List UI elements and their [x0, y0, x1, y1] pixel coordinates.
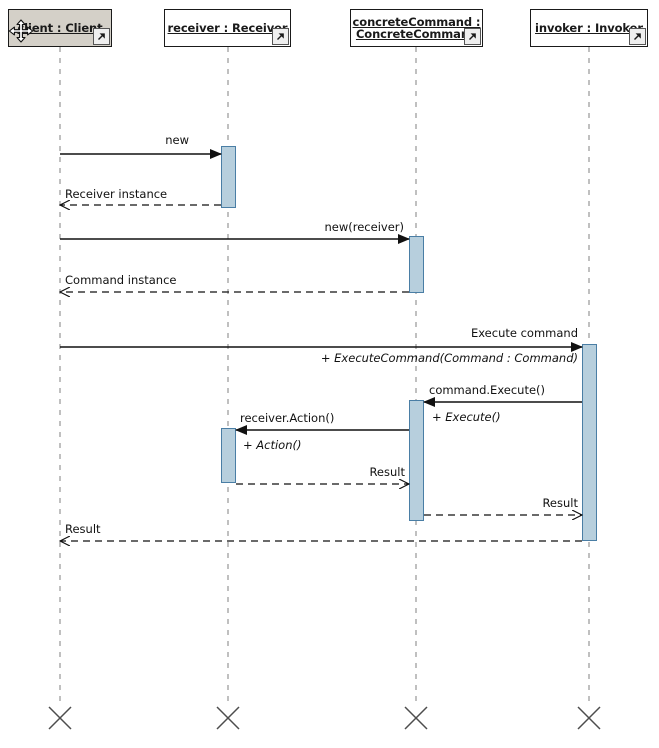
msg-command-execute-signature: + Execute()	[432, 410, 501, 424]
msg-result-action-label: Result	[369, 465, 405, 479]
lifeline-terminator-concreteCommand	[404, 706, 428, 730]
msg-execute-command-label: Execute command	[470, 326, 578, 340]
lifeline-header-receiver[interactable]: receiver : Receiver	[164, 9, 291, 47]
msg-receiver-action-signature: + Action()	[243, 438, 302, 452]
activation-bar-concreteCommand[interactable]	[409, 236, 424, 293]
msg-execute-command-signature: + ExecuteCommand(Command : Command)	[320, 351, 578, 365]
msg-result-execute-label: Result	[542, 496, 578, 510]
lifeline-terminator-client	[48, 706, 72, 730]
activation-bar-concreteCommand[interactable]	[409, 400, 424, 521]
open-diagram-icon[interactable]	[629, 28, 646, 45]
msg-result-final-label: Result	[65, 522, 101, 536]
msg-new-receiver-label: new(receiver)	[324, 220, 405, 234]
open-diagram-icon[interactable]	[272, 28, 289, 45]
open-diagram-icon[interactable]	[464, 28, 481, 45]
msg-receiver-instance-label: Receiver instance	[65, 187, 168, 201]
lifeline-header-concreteCommand[interactable]: concreteCommand : ConcreteCommand	[350, 9, 483, 47]
msg-receiver-action-label: receiver.Action()	[240, 411, 335, 425]
msg-command-execute-label: command.Execute()	[429, 383, 546, 397]
msg-new-label: new	[165, 133, 189, 147]
lifeline-header-invoker[interactable]: invoker : Invoker	[530, 9, 648, 47]
activation-bar-invoker[interactable]	[582, 344, 597, 541]
activation-bar-receiver[interactable]	[221, 146, 236, 208]
move-cursor-icon	[8, 19, 34, 43]
lifeline-terminator-receiver	[216, 706, 240, 730]
open-diagram-icon[interactable]	[93, 28, 110, 45]
lifeline-header-label-concreteCommand: concreteCommand : ConcreteCommand	[352, 14, 481, 41]
activation-bar-receiver[interactable]	[221, 428, 236, 483]
msg-command-instance-label: Command instance	[65, 273, 177, 287]
lifeline-terminator-invoker	[577, 706, 601, 730]
